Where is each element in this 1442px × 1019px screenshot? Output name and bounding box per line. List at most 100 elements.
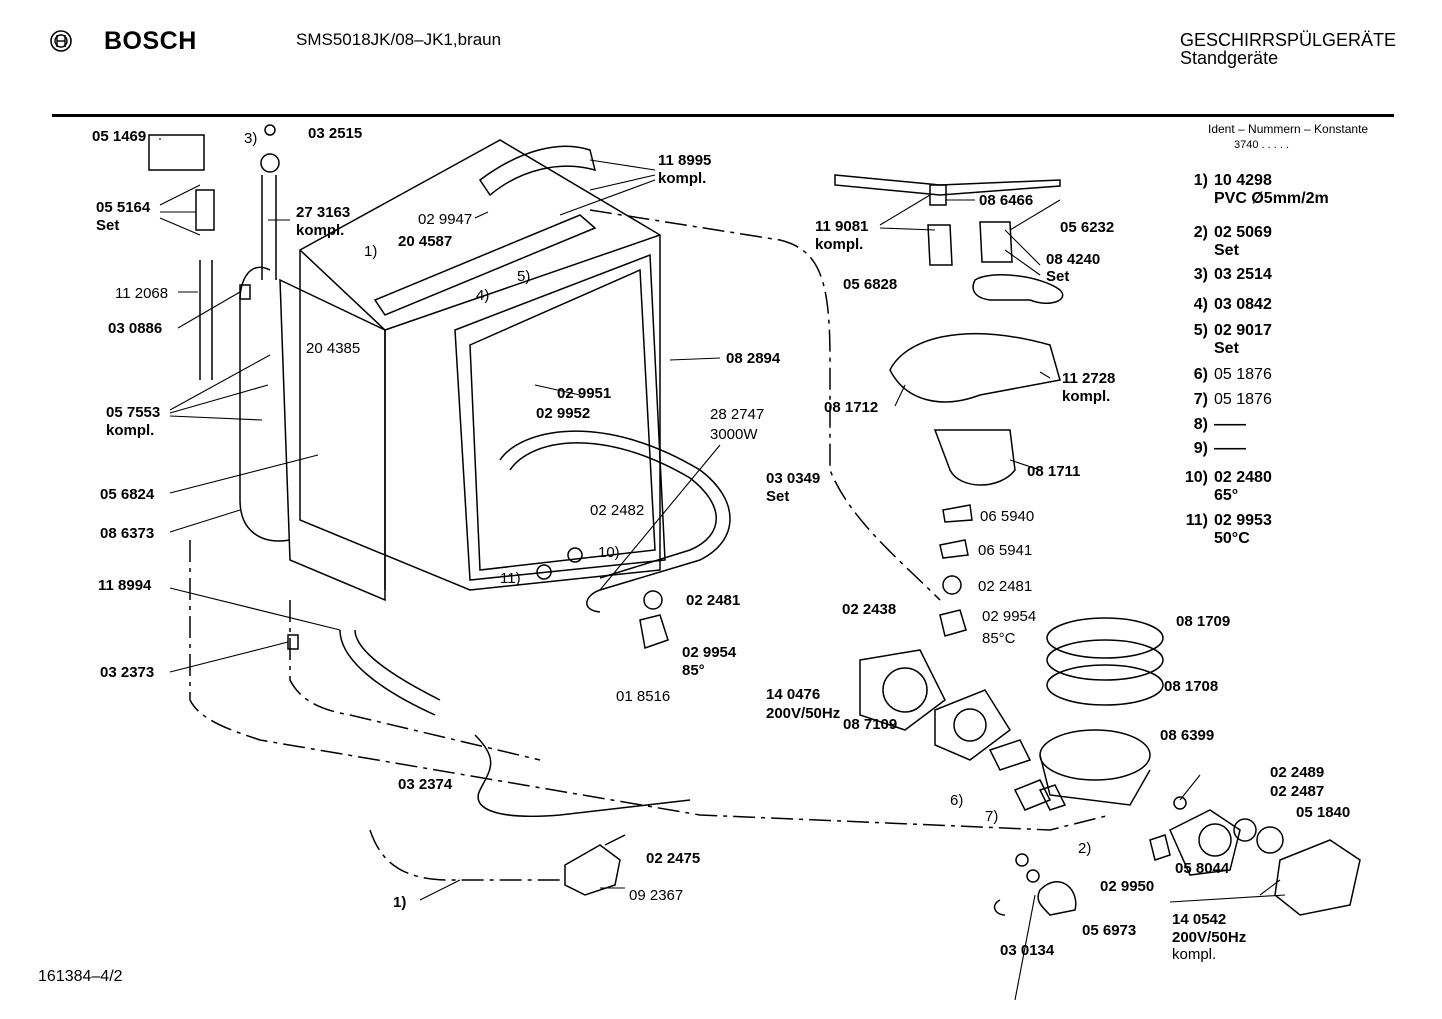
label-85-a: 85°: [682, 662, 705, 679]
label-065941: 06 5941: [978, 542, 1033, 559]
legend-item: 8) ——: [1180, 416, 1246, 434]
label-119081-kompl: kompl.: [815, 236, 864, 253]
legend-number: 8): [1193, 416, 1208, 433]
label-ref-2: 2): [1078, 840, 1092, 857]
legend-number: 3): [1193, 266, 1208, 283]
label-057553: 05 7553: [106, 404, 161, 421]
label-022487: 02 2487: [1270, 783, 1325, 800]
label-282747: 28 2747: [710, 406, 765, 423]
label-032515: 03 2515: [308, 125, 363, 142]
legend-number: 10): [1184, 469, 1208, 486]
label-086466: 08 6466: [979, 192, 1034, 209]
tub-outline: [299, 139, 661, 591]
legend-detail: 50°C: [1214, 530, 1250, 547]
label-140476: 14 0476: [766, 686, 821, 703]
label-112728: 11 2728: [1062, 370, 1116, 387]
label-ref-5: 5): [517, 268, 531, 285]
label-118994: 11 8994: [98, 577, 152, 594]
label-118995-kompl: kompl.: [658, 170, 707, 187]
legend-detail: Set: [1214, 242, 1239, 259]
label-022489: 02 2489: [1270, 764, 1325, 781]
legend-number: 2): [1193, 224, 1208, 241]
category-subtitle: Standgeräte: [1180, 48, 1279, 68]
label-140476-voltage: 200V/50Hz: [766, 705, 841, 722]
label-029954-b: 02 9954: [982, 608, 1037, 625]
label-ref-6: 6): [950, 792, 964, 809]
label-ref-1-bottom: 1): [393, 894, 407, 911]
legend-number: 1): [1193, 172, 1208, 189]
model-number: SMS5018JK/08–JK1,braun: [296, 30, 502, 49]
label-3000w: 3000W: [710, 426, 758, 443]
label-081711: 08 1711: [1027, 463, 1081, 480]
label-ref-1-top: 1): [364, 243, 378, 260]
label-086373: 08 6373: [100, 525, 155, 542]
legend-number: 9): [1193, 440, 1208, 457]
label-ref-4: 4): [476, 287, 490, 304]
ident-value: 3740 . . . . .: [1234, 139, 1290, 151]
label-204587: 20 4587: [398, 233, 453, 250]
legend-number: 5): [1193, 322, 1208, 339]
label-056828: 05 6828: [843, 276, 898, 293]
label-081708: 08 1708: [1164, 678, 1219, 695]
label-029951: 02 9951: [557, 385, 612, 402]
label-204385: 20 4385: [306, 340, 361, 357]
label-022481-a: 02 2481: [686, 592, 741, 609]
legend-part: 02 2480: [1214, 469, 1272, 486]
label-082894: 08 2894: [726, 350, 781, 367]
label-092367: 09 2367: [629, 887, 684, 904]
label-112728-kompl: kompl.: [1062, 388, 1111, 405]
legend-number: 7): [1193, 391, 1208, 408]
legend-part: 02 9017: [1214, 322, 1272, 339]
label-032374: 03 2374: [398, 776, 453, 793]
label-018516: 01 8516: [616, 688, 671, 705]
label-086399: 08 6399: [1160, 727, 1215, 744]
legend-part: ——: [1214, 440, 1246, 457]
legend-number: 4): [1193, 296, 1208, 313]
header-rule: [52, 114, 1394, 117]
label-081712: 08 1712: [824, 399, 879, 416]
label-055164-set: Set: [96, 217, 120, 234]
label-273163-kompl: kompl.: [296, 222, 345, 239]
label-081709: 08 1709: [1176, 613, 1231, 630]
legend-number: 11): [1185, 512, 1208, 529]
label-112068: 11 2068: [115, 285, 169, 302]
label-029950: 02 9950: [1100, 878, 1155, 895]
legend-part: ——: [1214, 416, 1246, 433]
label-084240-set: Set: [1046, 268, 1070, 285]
label-051840: 05 1840: [1296, 804, 1351, 821]
category-title: GESCHIRRSPÜLGERÄTE: [1180, 30, 1397, 50]
legend-part: 02 9953: [1214, 512, 1272, 529]
label-ref-10: 10): [598, 544, 620, 561]
label-051469: 05 1469: [92, 128, 147, 145]
label-022475: 02 2475: [646, 850, 701, 867]
label-057553-kompl: kompl.: [106, 422, 155, 439]
label-140542: 14 0542: [1172, 911, 1227, 928]
label-058044: 05 8044: [1175, 860, 1230, 877]
label-087109: 08 7109: [843, 716, 898, 733]
ident-title: Ident – Nummern – Konstante: [1208, 122, 1369, 136]
legend-part: 05 1876: [1214, 366, 1272, 383]
label-ref-3: 3): [244, 130, 258, 147]
label-140542-voltage: 200V/50Hz: [1172, 929, 1247, 946]
legend-item: 4)03 0842: [1180, 296, 1272, 314]
label-119081: 11 9081: [815, 218, 869, 235]
legend-part: 05 1876: [1214, 391, 1272, 408]
legend-part: 10 4298: [1214, 172, 1272, 189]
bosch-logo-icon: [50, 30, 72, 52]
legend-item: 6)05 1876: [1180, 366, 1272, 384]
label-030134: 03 0134: [1000, 942, 1055, 959]
brand-name: BOSCH: [104, 27, 197, 55]
label-056824: 05 6824: [100, 486, 155, 503]
legend-detail: 65°: [1214, 487, 1239, 504]
label-029952: 02 9952: [536, 405, 591, 422]
label-056232: 05 6232: [1060, 219, 1115, 236]
legend-item: 3)03 2514: [1180, 266, 1272, 284]
label-273163: 27 3163: [296, 204, 351, 221]
label-056973: 05 6973: [1082, 922, 1137, 939]
label-055164: 05 5164: [96, 199, 151, 216]
